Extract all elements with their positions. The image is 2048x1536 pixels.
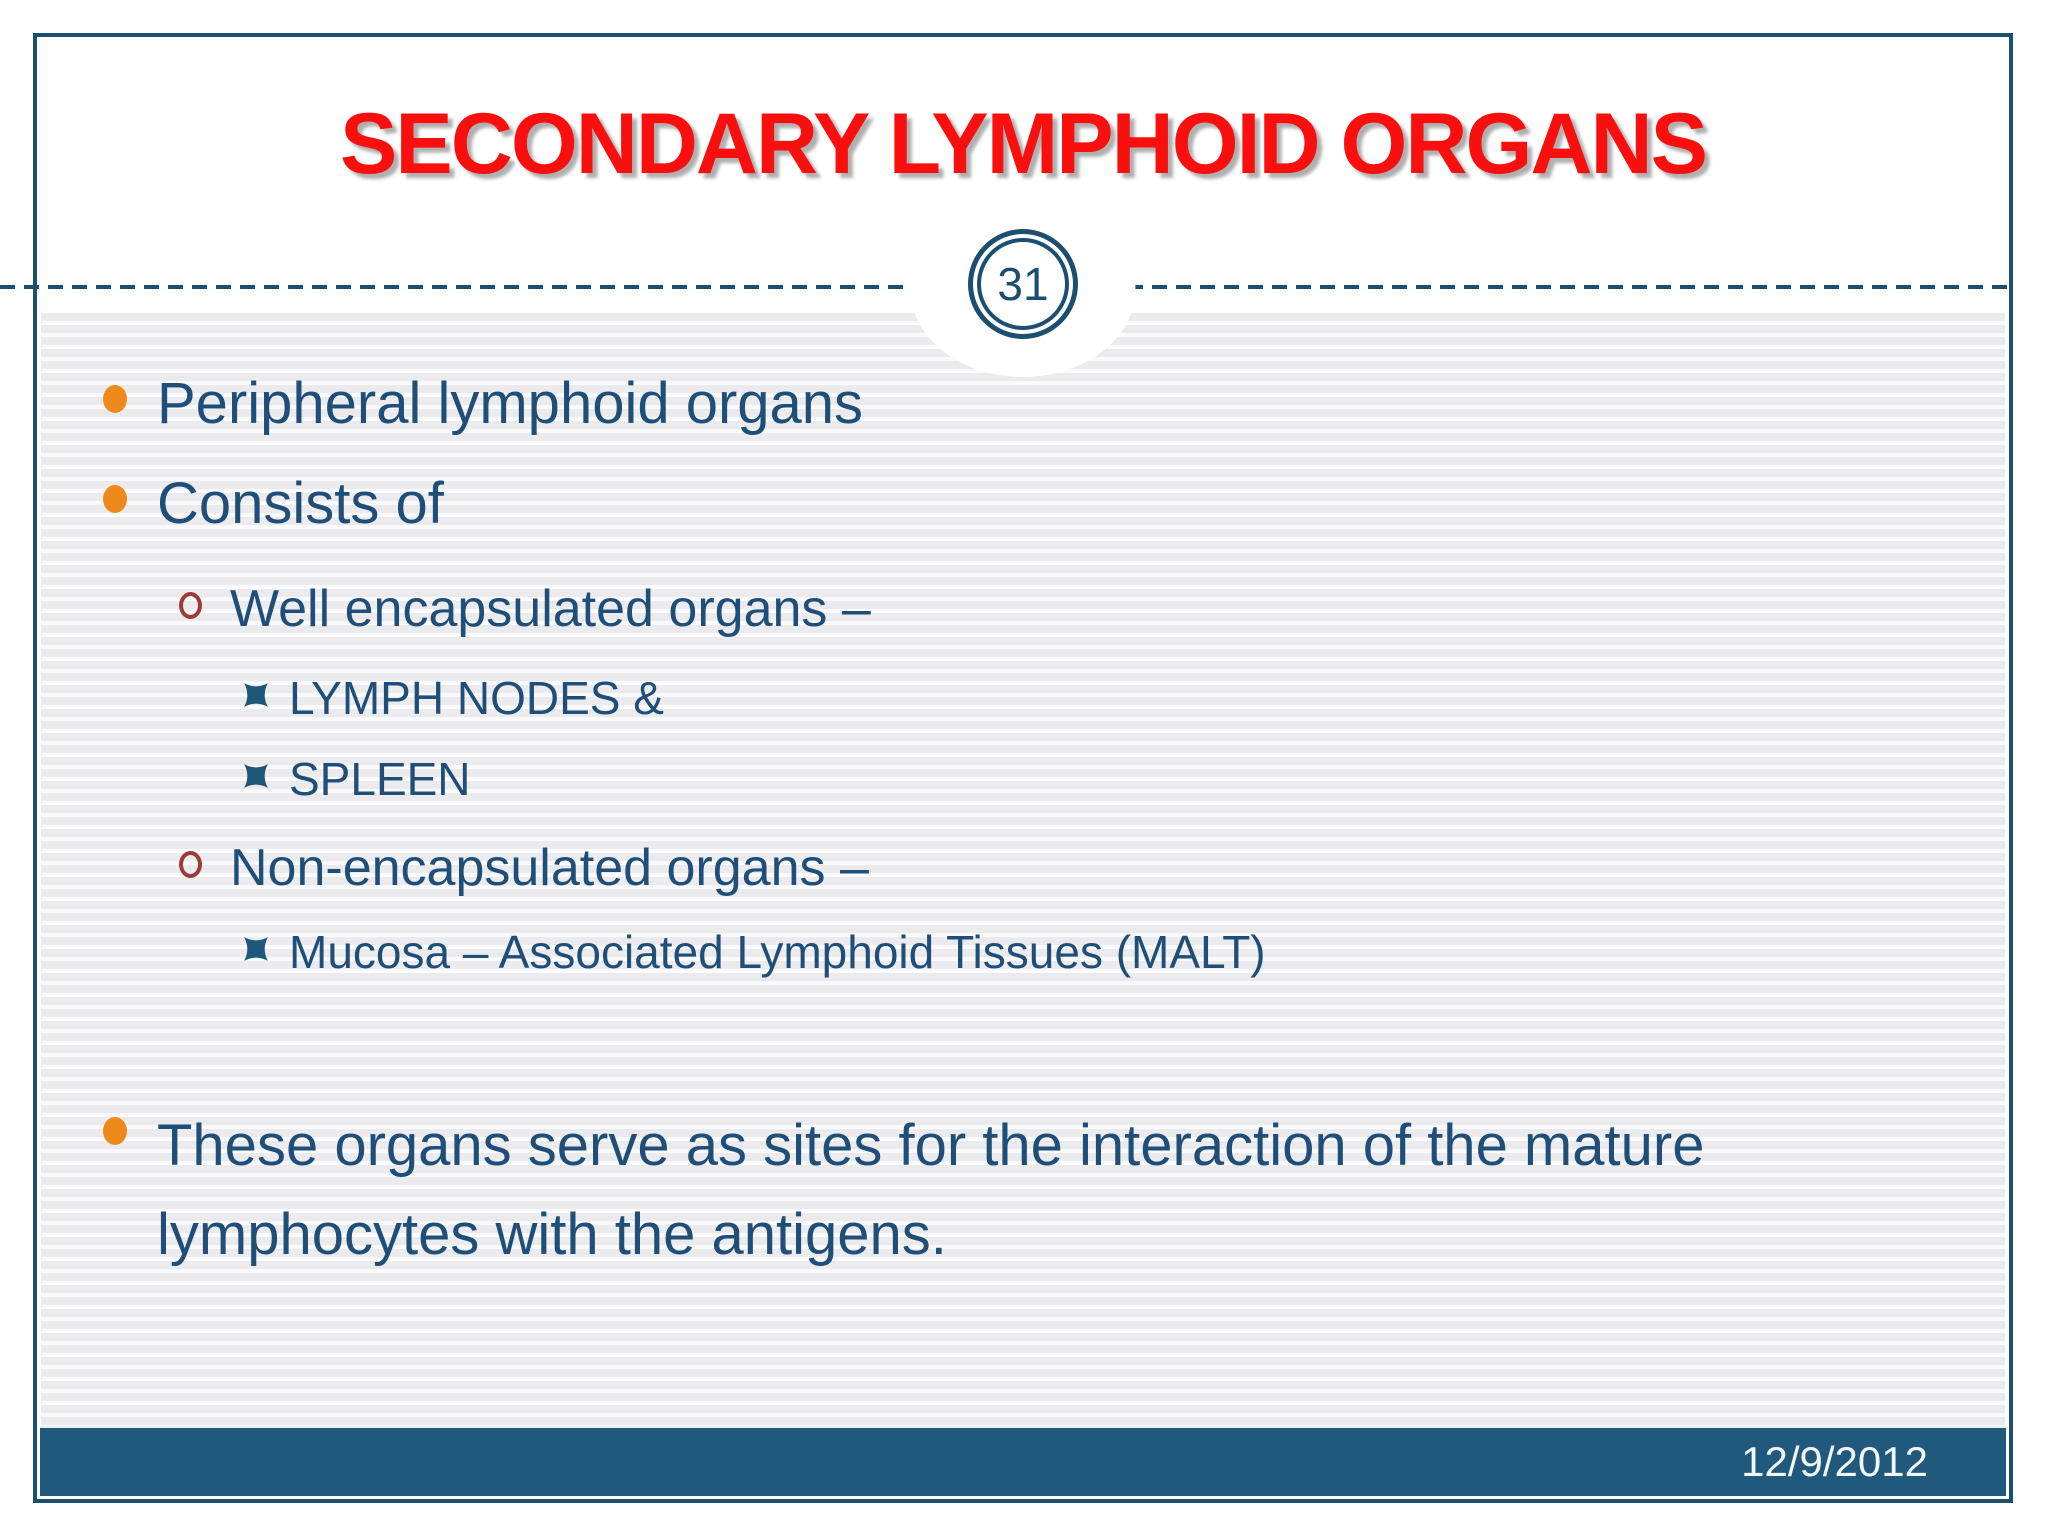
orange-dot-icon bbox=[103, 484, 127, 513]
list-item-text: SPLEEN bbox=[289, 752, 471, 805]
four-point-star-icon bbox=[244, 682, 268, 707]
list-item-text: Peripheral lymphoid organs bbox=[157, 371, 864, 436]
list-item: These organs serve as sites for the inte… bbox=[103, 1101, 1965, 1281]
hollow-circle-icon bbox=[179, 592, 202, 620]
list-item: LYMPH NODES & bbox=[243, 671, 1965, 726]
list-item: Non-encapsulated organs – bbox=[179, 837, 1965, 899]
list-item: Mucosa – Associated Lymphoid Tissues (MA… bbox=[243, 925, 1965, 980]
list-item-text: LYMPH NODES & bbox=[289, 671, 664, 724]
page-number-badge: 31 bbox=[968, 229, 1078, 339]
list-item-text: Consists of bbox=[157, 470, 444, 536]
four-point-star-icon bbox=[244, 937, 268, 962]
content-panel: Peripheral lymphoid organs Consists of W… bbox=[41, 313, 2005, 1427]
list-item: Consists of bbox=[103, 469, 1965, 539]
footer-date: 12/9/2012 bbox=[1741, 1438, 1928, 1485]
list-item-text: Mucosa – Associated Lymphoid Tissues (MA… bbox=[289, 926, 1266, 979]
slide-title: SECONDARY LYMPHOID ORGANS bbox=[339, 96, 1708, 192]
list-item: SPLEEN bbox=[243, 752, 1965, 807]
page-number: 31 bbox=[997, 258, 1049, 310]
four-point-star-icon bbox=[244, 763, 268, 788]
list-item-text: Well encapsulated organs – bbox=[230, 580, 871, 639]
list-item: Well encapsulated organs – bbox=[179, 578, 1965, 640]
footer-bar: 12/9/2012 bbox=[40, 1426, 2006, 1496]
hollow-circle-icon bbox=[179, 850, 202, 878]
list-item-text: These organs serve as sites for the inte… bbox=[157, 1112, 1705, 1268]
page-number-inner-ring bbox=[977, 238, 1069, 330]
orange-dot-icon bbox=[103, 1116, 127, 1145]
list-item-text: Non-encapsulated organs – bbox=[230, 838, 869, 897]
list-item: Peripheral lymphoid organs bbox=[103, 369, 1965, 439]
slide: SECONDARY LYMPHOID ORGANS 31 Peripheral … bbox=[0, 33, 2013, 1503]
orange-dot-icon bbox=[103, 385, 127, 413]
